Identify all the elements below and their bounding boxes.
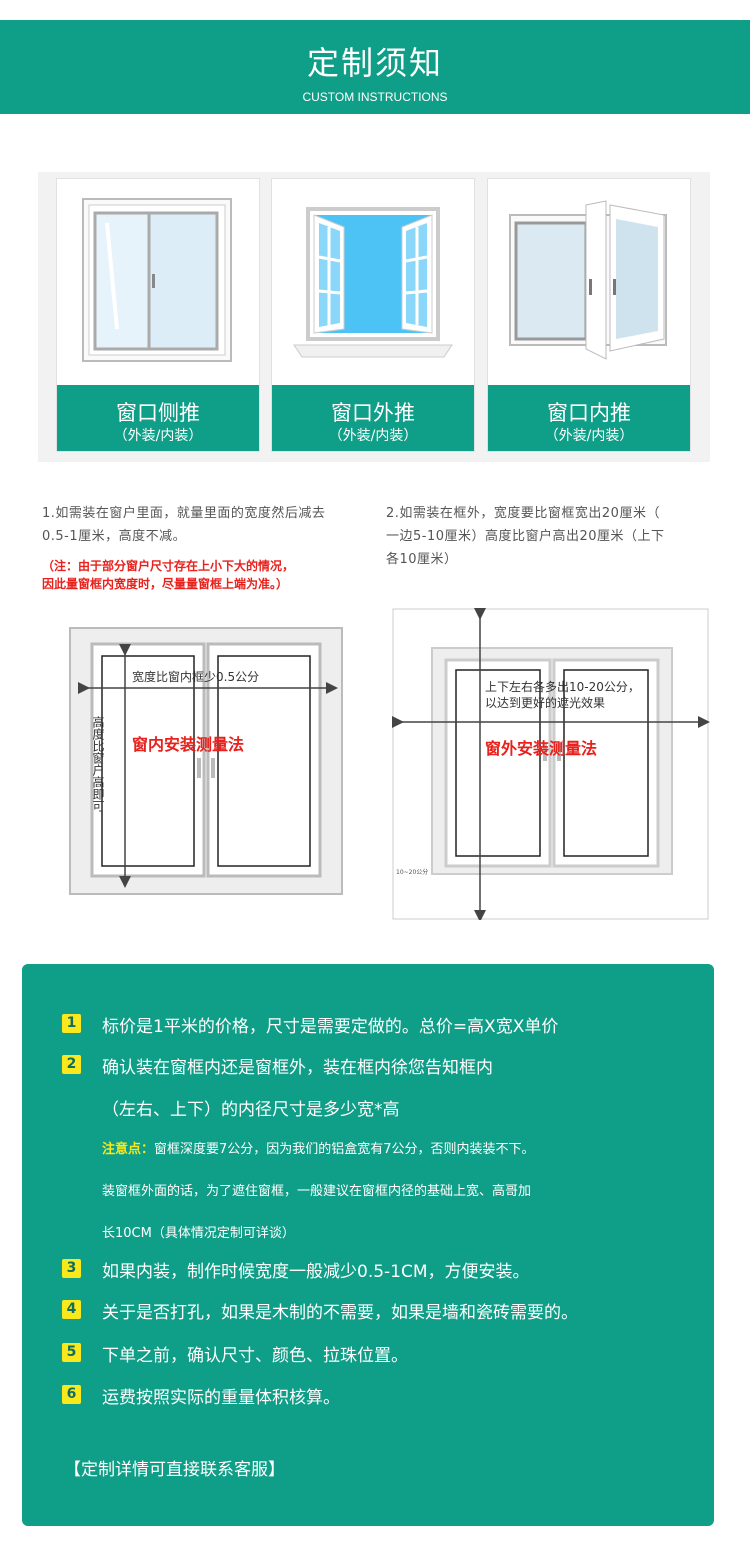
measure-outside-text: 2.如需装在框外，宽度要比窗框宽出20厘米（ 一边5-10厘米）高度比窗户高出2…	[386, 502, 665, 571]
window-type-card-outward: 窗口外推 （外装/内装）	[271, 178, 475, 452]
window-type-mount: （外装/内装）	[113, 428, 203, 444]
step-number-badge: 6	[62, 1385, 81, 1404]
outside-label-line1: 上下左右各多出10-20公分，	[485, 679, 640, 694]
step-2-text: 确认装在窗框内还是窗框外，装在框内徐您告知框内	[102, 1058, 493, 1078]
measure-outside-line2: 一边5-10厘米）高度比窗户高出20厘米（上下	[386, 529, 665, 544]
measure-inside-note1: （注：由于部分窗户尺寸存在上小下大的情况，	[42, 559, 295, 573]
page-subtitle: CUSTOM INSTRUCTIONS	[302, 90, 448, 104]
outside-mount-diagram: 上下左右各多出10-20公分， 以达到更好的遮光效果 窗外安装测量法 10~20…	[392, 608, 710, 920]
measure-outside-line1: 2.如需装在框外，宽度要比窗框宽出20厘米（	[386, 506, 660, 521]
outside-label-line2: 以达到更好的遮光效果	[485, 695, 605, 710]
measure-inside-note2: 因此量窗框内宽度时，尽量量窗框上端为准。）	[42, 577, 289, 591]
note-text-2: 装窗框外面的话，为了遮住窗框，一般建议在窗框内径的基础上宽、高哥加	[102, 1184, 532, 1199]
step-1-text: 标价是1平米的价格，尺寸是需要定做的。总价=高X宽X单价	[102, 1017, 559, 1037]
outside-diagram-title: 窗外安装测量法	[485, 739, 597, 758]
step-number-badge: 4	[62, 1300, 81, 1319]
step-number-badge: 1	[62, 1014, 81, 1033]
window-type-mount: （外装/内装）	[328, 428, 418, 444]
header-banner: 定制须知 CUSTOM INSTRUCTIONS	[0, 20, 750, 114]
inside-width-label: 宽度比窗内框少0.5公分	[132, 669, 259, 684]
measure-outside-line3: 各10厘米）	[386, 552, 458, 567]
note-line-1: 注意点：窗框深度要7公分，因为我们的铝盒宽有7公分，否则内装装不下。	[102, 1138, 535, 1157]
step-5-text: 下单之前，确认尺寸、颜色、拉珠位置。	[102, 1346, 408, 1366]
measure-inside-text: 1.如需装在窗户里面，就量里面的宽度然后减去 0.5-1厘米，高度不减。	[42, 502, 325, 548]
step-4-text: 关于是否打孔，如果是木制的不需要，如果是墙和瓷砖需要的。	[102, 1303, 578, 1323]
contact-service-text: 【定制详情可直接联系客服】	[64, 1460, 285, 1480]
step-number-badge: 5	[62, 1343, 81, 1362]
inside-height-label: 高度比窗户高即可	[91, 715, 105, 812]
step-number-badge: 2	[62, 1055, 81, 1074]
step-3-text: 如果内装，制作时候宽度一般减少0.5-1CM，方便安装。	[102, 1262, 530, 1282]
measure-inside-line2: 0.5-1厘米，高度不减。	[42, 529, 187, 544]
sliding-window-image	[82, 198, 232, 362]
measure-inside-note: （注：由于部分窗户尺寸存在上小下大的情况， 因此量窗框内宽度时，尽量量窗框上端为…	[42, 557, 294, 593]
inside-mount-diagram: 宽度比窗内框少0.5公分 高度比窗户高即可 窗内安装测量法	[69, 627, 343, 895]
step-6-text: 运费按照实际的重量体积核算。	[102, 1388, 340, 1408]
note-label: 注意点：	[102, 1142, 155, 1157]
step-number-badge: 3	[62, 1259, 81, 1278]
outside-small-label: 10~20公分	[396, 868, 428, 876]
note-text-1: 窗框深度要7公分，因为我们的铝盒宽有7公分，否则内装装不下。	[154, 1142, 535, 1157]
note-text-3: 长10CM（具体情况定制可详谈）	[102, 1226, 295, 1241]
page-title: 定制须知	[306, 44, 443, 82]
outward-window-image	[293, 207, 453, 358]
window-type-label-bar: 窗口侧推 （外装/内装）	[57, 385, 259, 451]
window-type-name: 窗口内推	[547, 401, 631, 425]
window-type-label-bar: 窗口外推 （外装/内装）	[272, 385, 474, 451]
measure-inside-line1: 1.如需装在窗户里面，就量里面的宽度然后减去	[42, 506, 326, 521]
window-type-mount: （外装/内装）	[544, 428, 634, 444]
window-type-name: 窗口侧推	[116, 401, 200, 425]
instructions-panel: 1 标价是1平米的价格，尺寸是需要定做的。总价=高X宽X单价 2 确认装在窗框内…	[22, 964, 714, 1526]
window-type-name: 窗口外推	[331, 401, 415, 425]
window-type-card-side-slide: 窗口侧推 （外装/内装）	[56, 178, 260, 452]
window-type-label-bar: 窗口内推 （外装/内装）	[488, 385, 690, 451]
step-2-text-cont: （左右、上下）的内径尺寸是多少宽*高	[102, 1100, 400, 1120]
inside-diagram-title: 窗内安装测量法	[132, 735, 244, 754]
window-type-card-inward: 窗口内推 （外装/内装）	[487, 178, 691, 452]
inward-window-image	[509, 200, 667, 360]
